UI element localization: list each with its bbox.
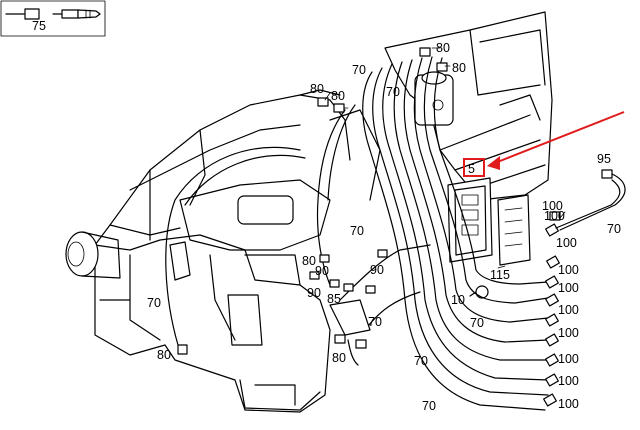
leader-lines bbox=[324, 47, 566, 269]
callout-label: 80 bbox=[302, 254, 316, 268]
outside-hose bbox=[555, 169, 626, 231]
connector-pin-icon bbox=[5, 8, 101, 20]
callout-label: 85 bbox=[327, 292, 341, 306]
callout-label: 100 bbox=[558, 352, 579, 366]
callout-labels: 80 80 70 80 80 70 95 100 70 100 70 80 90… bbox=[147, 41, 621, 413]
callout-label: 100 bbox=[544, 209, 565, 223]
callout-label: 100 bbox=[556, 236, 577, 250]
callout-label: 100 bbox=[558, 281, 579, 295]
callout-label: 95 bbox=[597, 152, 611, 166]
inset-label: 75 bbox=[32, 19, 46, 33]
callout-label: 100 bbox=[558, 303, 579, 317]
callout-label: 70 bbox=[352, 63, 366, 77]
blower-motor bbox=[65, 231, 121, 279]
inset-box: 75 bbox=[0, 0, 106, 37]
callout-label: 100 bbox=[558, 326, 579, 340]
callout-label: 70 bbox=[368, 315, 382, 329]
heater-housing bbox=[94, 89, 381, 413]
callout-label: 115 bbox=[490, 268, 510, 282]
callout-label: 80 bbox=[157, 348, 171, 362]
highlight-label: 5 bbox=[468, 162, 475, 176]
callout-label: 100 bbox=[558, 397, 579, 411]
callout-label: 80 bbox=[436, 41, 450, 55]
callout-label: 70 bbox=[422, 399, 436, 413]
callout-label: 80 bbox=[310, 82, 324, 96]
callout-label: 70 bbox=[607, 222, 621, 236]
callout-label: 80 bbox=[332, 351, 346, 365]
hose-fittings bbox=[177, 47, 448, 355]
highlight-marker bbox=[463, 111, 625, 177]
callout-label: 80 bbox=[452, 61, 466, 75]
vacuum-hose-bundle bbox=[165, 56, 549, 411]
callout-label: 10 bbox=[451, 293, 465, 307]
callout-label: 100 bbox=[558, 374, 579, 388]
callout-label: 100 bbox=[558, 263, 579, 277]
callout-label: 70 bbox=[386, 85, 400, 99]
callout-label: 70 bbox=[350, 224, 364, 238]
callout-label: 70 bbox=[470, 316, 484, 330]
callout-label: 90 bbox=[315, 264, 329, 278]
hose-connectors-right bbox=[543, 211, 561, 407]
callout-label: 70 bbox=[147, 296, 161, 310]
callout-label: 80 bbox=[331, 89, 345, 103]
callout-label: 100 bbox=[542, 199, 563, 213]
callout-label: 90 bbox=[307, 286, 321, 300]
callout-label: 90 bbox=[370, 263, 384, 277]
callout-label: 70 bbox=[414, 354, 428, 368]
